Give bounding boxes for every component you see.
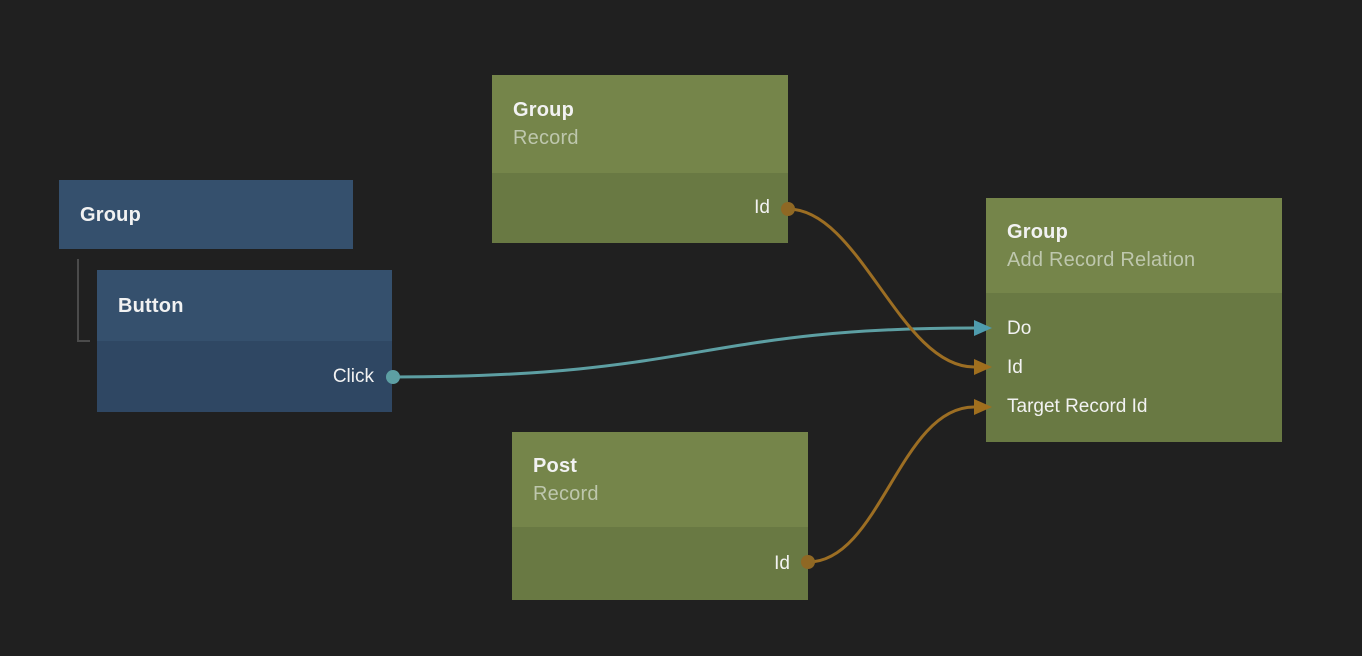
node-button-element[interactable]: Button Click (97, 270, 392, 412)
node-header: Post Record (512, 432, 808, 527)
port-label: Click (332, 365, 374, 387)
node-post-record[interactable]: Post Record Id (512, 432, 808, 600)
edge-click-to-do[interactable] (391, 326, 976, 379)
edge-postrecord-id-to-target[interactable] (806, 405, 976, 564)
node-title: Group (80, 203, 141, 226)
node-header: Group (59, 180, 353, 249)
node-header: Group Add Record Relation (986, 198, 1282, 293)
output-port-click[interactable]: Click (97, 341, 392, 412)
node-body: Do Id Target Record Id (986, 293, 1282, 442)
node-group-element[interactable]: Group (59, 180, 353, 249)
node-title: Post (533, 454, 578, 477)
node-body: Id (512, 527, 808, 600)
node-subtitle: Record (533, 482, 599, 505)
output-port-id[interactable]: Id (492, 173, 788, 243)
port-label: Id (774, 552, 790, 574)
port-label: Target Record Id (1007, 395, 1148, 417)
node-header: Group Record (492, 75, 788, 173)
node-body: Click (97, 341, 392, 412)
port-label: Id (754, 197, 770, 218)
node-subtitle: Record (513, 127, 579, 149)
input-port-id[interactable]: Id (986, 348, 1282, 387)
output-port-id[interactable]: Id (512, 527, 808, 600)
node-add-record-relation[interactable]: Group Add Record Relation Do Id Target R… (986, 198, 1282, 442)
node-title: Button (118, 294, 184, 317)
port-label: Do (1007, 317, 1032, 339)
hierarchy-connector (77, 259, 90, 342)
node-body: Id (492, 173, 788, 243)
input-port-do[interactable]: Do (986, 309, 1282, 348)
node-header: Button (97, 270, 392, 341)
port-label: Id (1007, 356, 1023, 378)
input-port-target-record-id[interactable]: Target Record Id (986, 387, 1282, 426)
node-group-record[interactable]: Group Record Id (492, 75, 788, 243)
node-title: Group (513, 99, 574, 121)
node-title: Group (1007, 220, 1068, 243)
node-subtitle: Add Record Relation (1007, 248, 1196, 271)
edge-grouprecord-id-to-id[interactable] (786, 207, 976, 369)
